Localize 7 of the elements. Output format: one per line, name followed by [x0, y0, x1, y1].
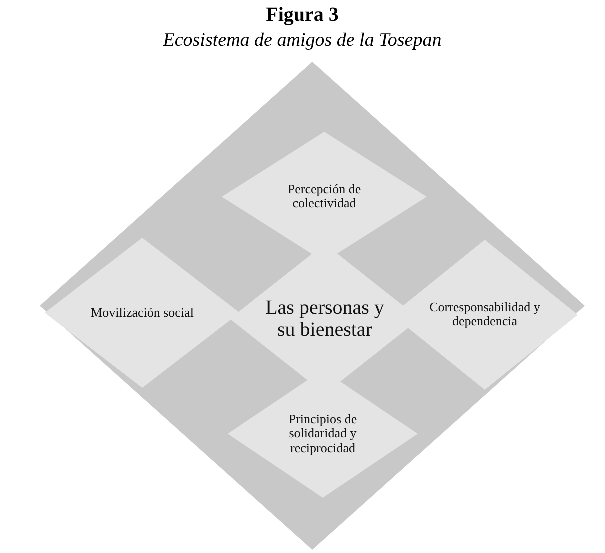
figure-caption: Ecosistema de amigos de la Tosepan [162, 30, 443, 52]
tile-text: Las personas y su bienestar [265, 297, 385, 341]
tile-text: Percepción de colectividad [286, 182, 362, 212]
figure-title: Figura 3 [265, 4, 340, 27]
tile-text: Corresponsabilidad y dependencia [428, 300, 542, 330]
tile-text: Movilización social [90, 306, 195, 320]
tile-text: Principios de solidaridad y reciprocidad [288, 412, 358, 456]
